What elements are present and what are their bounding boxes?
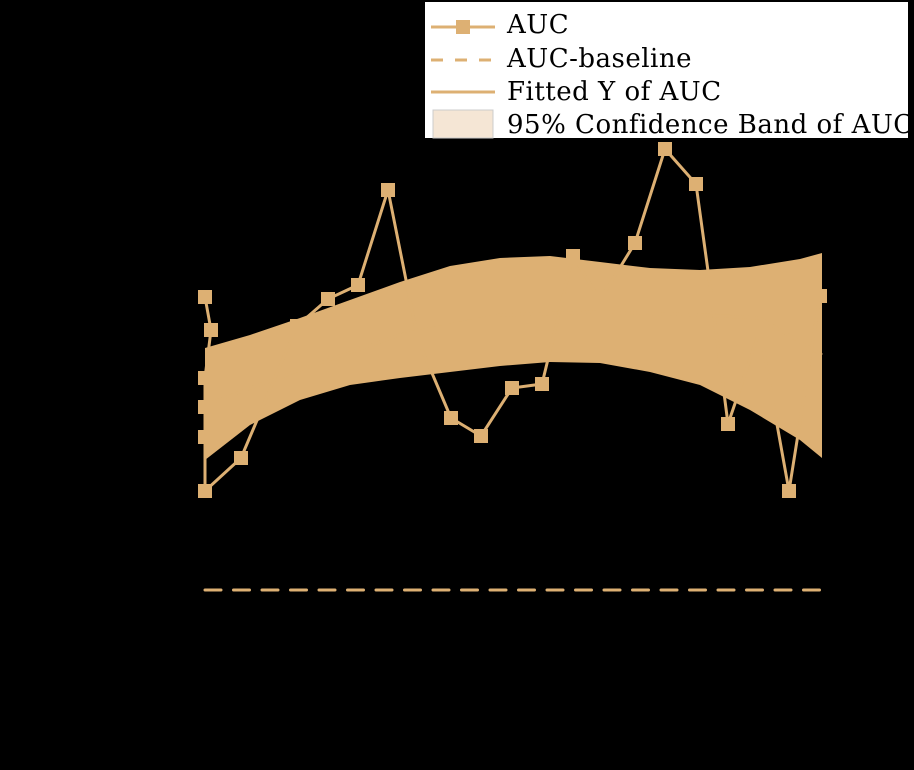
auc-data-point (411, 333, 425, 347)
auc-data-point (753, 323, 767, 337)
legend-label: AUC (507, 10, 570, 40)
auc-data-point (535, 377, 549, 391)
auc-data-point (658, 142, 672, 156)
legend: AUC AUC-baseline Fitted Y of AUC 95% Con… (423, 0, 913, 142)
auc-data-point (813, 289, 827, 303)
auc-data-point (198, 290, 212, 304)
auc-data-point (198, 484, 212, 498)
solid-line-icon (431, 90, 495, 94)
legend-label: Fitted Y of AUC (507, 77, 722, 107)
auc-data-point (290, 319, 304, 333)
auc-data-point (198, 371, 212, 385)
auc-data-point (628, 236, 642, 250)
legend-item-auc: AUC (425, 8, 908, 42)
auc-data-point (566, 249, 580, 263)
auc-data-point (198, 430, 212, 444)
legend-item-confidence-band: 95% Confidence Band of AUC (425, 108, 913, 142)
auc-series-line (203, 146, 822, 495)
auc-data-point (593, 293, 607, 307)
auc-data-point (234, 451, 248, 465)
auc-series-markers (198, 142, 827, 498)
auc-data-point (321, 292, 335, 306)
legend-label: AUC-baseline (507, 44, 693, 74)
auc-data-point (505, 381, 519, 395)
auc-data-point (381, 183, 395, 197)
fitted-line (204, 310, 823, 407)
auc-data-point (689, 177, 703, 191)
line-square-marker-icon (431, 20, 495, 34)
dashed-line-icon (431, 58, 495, 62)
legend-item-auc-baseline: AUC-baseline (425, 42, 908, 76)
auc-data-point (705, 293, 719, 307)
auc-data-point (204, 323, 218, 337)
auc-data-point (198, 400, 212, 414)
auc-data-point (782, 484, 796, 498)
auc-data-point (351, 278, 365, 292)
auc-data-point (474, 429, 488, 443)
confidence-band (205, 253, 822, 460)
auc-data-point (721, 417, 735, 431)
legend-label: 95% Confidence Band of AUC (507, 110, 914, 140)
legend-item-fitted-y: Fitted Y of AUC (425, 75, 908, 109)
auc-data-point (444, 411, 458, 425)
filled-swatch-icon (432, 109, 494, 139)
